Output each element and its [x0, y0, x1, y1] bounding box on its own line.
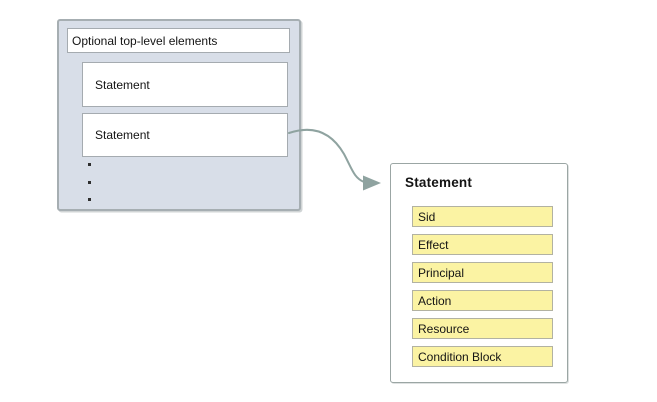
statement-element-principal: Principal	[412, 262, 553, 283]
statement-element-principal-label: Principal	[418, 265, 465, 280]
ellipsis-dot	[88, 181, 91, 184]
statement-box-2: Statement	[82, 113, 288, 157]
statement-element-action-label: Action	[418, 293, 452, 308]
optional-top-level-elements-box: Optional top-level elements	[67, 28, 290, 53]
statement-element-sid-label: Sid	[418, 209, 436, 224]
statement-box-1-label: Statement	[95, 77, 150, 92]
statement-detail-title: Statement	[405, 175, 473, 190]
statement-element-effect: Effect	[412, 234, 553, 255]
statement-element-condition-block-label: Condition Block	[418, 349, 502, 364]
statement-element-action: Action	[412, 290, 553, 311]
statement-element-effect-label: Effect	[418, 237, 449, 252]
statement-element-resource: Resource	[412, 318, 553, 339]
optional-top-level-elements-label: Optional top-level elements	[72, 33, 218, 48]
statement-box-1: Statement	[82, 62, 288, 107]
flow-arrow-head	[363, 175, 381, 191]
ellipsis-dot	[88, 198, 91, 201]
statement-element-sid: Sid	[412, 206, 553, 227]
statement-element-condition-block: Condition Block	[412, 346, 553, 367]
ellipsis-dot	[88, 163, 91, 166]
statement-element-resource-label: Resource	[418, 321, 470, 336]
statement-box-2-label: Statement	[95, 128, 150, 142]
